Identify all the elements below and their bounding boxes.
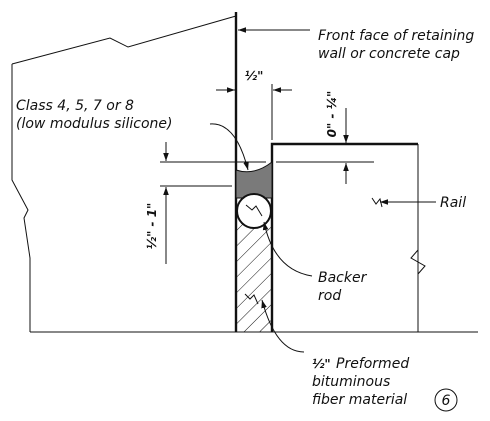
sealant-label-line1: Class 4, 5, 7 or 8: [16, 98, 134, 114]
recess-dimension: 0" - ¼": [325, 91, 339, 138]
fiber-thickness-dimension: ½": [312, 357, 331, 371]
fiber-break-mark: [244, 293, 259, 305]
note-number: 6: [442, 393, 451, 409]
rail-break-symbol: [410, 249, 426, 275]
fiber-label-line1: Preformed: [336, 356, 409, 372]
fiber-leader: [261, 299, 305, 353]
sealant-leader: [209, 123, 249, 171]
backer-rod-label-line1: Backer: [318, 270, 368, 286]
backer-rod-break-mark: [245, 204, 263, 217]
wall-top-break-line: [11, 15, 237, 65]
front-face-label-line2: wall or concrete cap: [318, 46, 460, 62]
note-number-circle: [434, 388, 458, 412]
wall-left-break-line: [11, 64, 31, 332]
backer-rod-label-line2: rod: [318, 288, 341, 304]
fiber-label-line3: fiber material: [312, 392, 407, 408]
sealant-depth-dimension: ½" - 1": [145, 203, 159, 250]
joint-width-dimension: ½": [245, 69, 264, 83]
backer-rod: [236, 193, 272, 229]
front-face-label-line1: Front face of retaining: [318, 28, 474, 44]
rail-label: Rail: [440, 195, 466, 211]
rail-outline: [270, 142, 418, 332]
sealant-label-line2: (low modulus silicone): [16, 116, 172, 132]
fiber-material-hatch: [237, 224, 271, 332]
fiber-label-line2: bituminous: [312, 374, 390, 390]
backer-rod-leader: [262, 221, 313, 277]
sealant-fill: [235, 160, 273, 199]
